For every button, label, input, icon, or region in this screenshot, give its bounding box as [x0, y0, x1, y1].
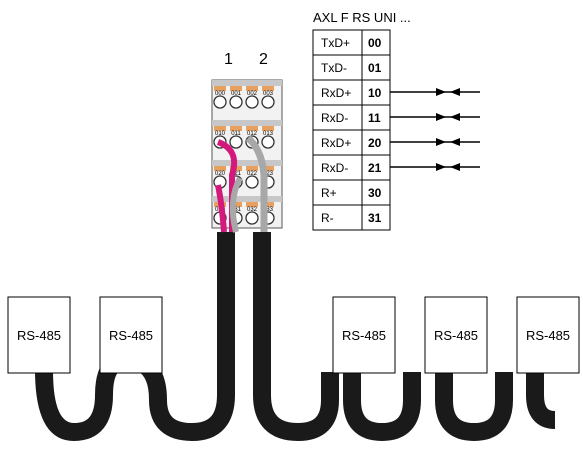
bidirectional-arrow	[390, 138, 480, 146]
pin-number-label: 01	[368, 61, 382, 75]
magenta-wire-1	[216, 139, 238, 232]
pin-signal-label: R-	[321, 211, 334, 225]
pin-number-label: 11	[368, 111, 381, 125]
pin-signal-label: RxD-	[321, 161, 348, 175]
rs485-device: RS-485	[332, 296, 396, 374]
pin-signal-label: RxD+	[321, 136, 351, 150]
terminal-label: 011	[231, 131, 241, 137]
terminal-label: 022	[247, 171, 258, 177]
rs485-device: RS-485	[516, 296, 580, 374]
pin-number-label: 30	[368, 186, 382, 200]
pin-signal-label: TxD-	[321, 61, 347, 75]
terminal-point	[213, 86, 227, 109]
grey-wire-2	[229, 176, 243, 233]
pin-number-label: 21	[368, 161, 382, 175]
pin-number-label: 31	[368, 211, 382, 225]
module-title: AXL F RS UNI ...	[313, 10, 411, 25]
rs485-device: RS-485	[424, 296, 488, 374]
terminal-label: 002	[247, 91, 258, 97]
device-label: RS-485	[526, 328, 570, 343]
terminal-point	[261, 86, 275, 109]
terminal-label: 013	[263, 131, 274, 137]
connector-label-1: 1	[224, 51, 233, 68]
device-boxes: RS-485 RS-485 RS-485 RS-485 RS-485	[7, 296, 580, 374]
terminal-label: 033	[263, 207, 274, 213]
terminal-point	[245, 202, 259, 225]
device-label: RS-485	[434, 328, 478, 343]
connector-label-2: 2	[259, 51, 268, 68]
terminal-label: 031	[231, 207, 242, 213]
terminal-point	[245, 166, 259, 189]
bidirectional-arrow	[390, 163, 480, 171]
device-label: RS-485	[17, 328, 61, 343]
grey-wire-1	[245, 135, 268, 232]
terminal-point	[261, 126, 275, 149]
device-label: RS-485	[109, 328, 153, 343]
terminal-label: 023	[263, 171, 274, 177]
terminal-label: 020	[215, 171, 226, 177]
rs485-device: RS-485	[7, 296, 71, 374]
pin-number-label: 00	[368, 36, 382, 50]
pin-number-label: 20	[368, 136, 382, 150]
pin-signal-label: RxD+	[321, 86, 351, 100]
pin-number-label: 10	[368, 86, 382, 100]
device-label: RS-485	[342, 328, 386, 343]
terminal-label: 010	[215, 131, 226, 137]
pin-signal-label: TxD+	[321, 36, 350, 50]
terminal-label: 012	[247, 131, 258, 137]
terminal-label: 001	[231, 91, 242, 97]
terminal-label: 003	[263, 91, 274, 97]
pin-signal-label: RxD-	[321, 111, 348, 125]
signal-arrows	[390, 88, 480, 171]
terminal-point	[229, 126, 243, 149]
pin-table: TxD+00TxD-01RxD+10RxD-11RxD+20RxD-21R+30…	[312, 29, 391, 231]
terminal-label: 032	[247, 207, 258, 213]
bidirectional-arrow	[390, 113, 480, 121]
magenta-wire-2	[215, 184, 227, 233]
terminal-point	[229, 86, 243, 109]
rs485-device: RS-485	[99, 296, 163, 374]
terminal-label: 000	[215, 91, 226, 97]
terminal-label: 021	[231, 171, 242, 177]
terminal-point	[245, 86, 259, 109]
pin-signal-label: R+	[321, 186, 337, 200]
bidirectional-arrow	[390, 88, 480, 96]
